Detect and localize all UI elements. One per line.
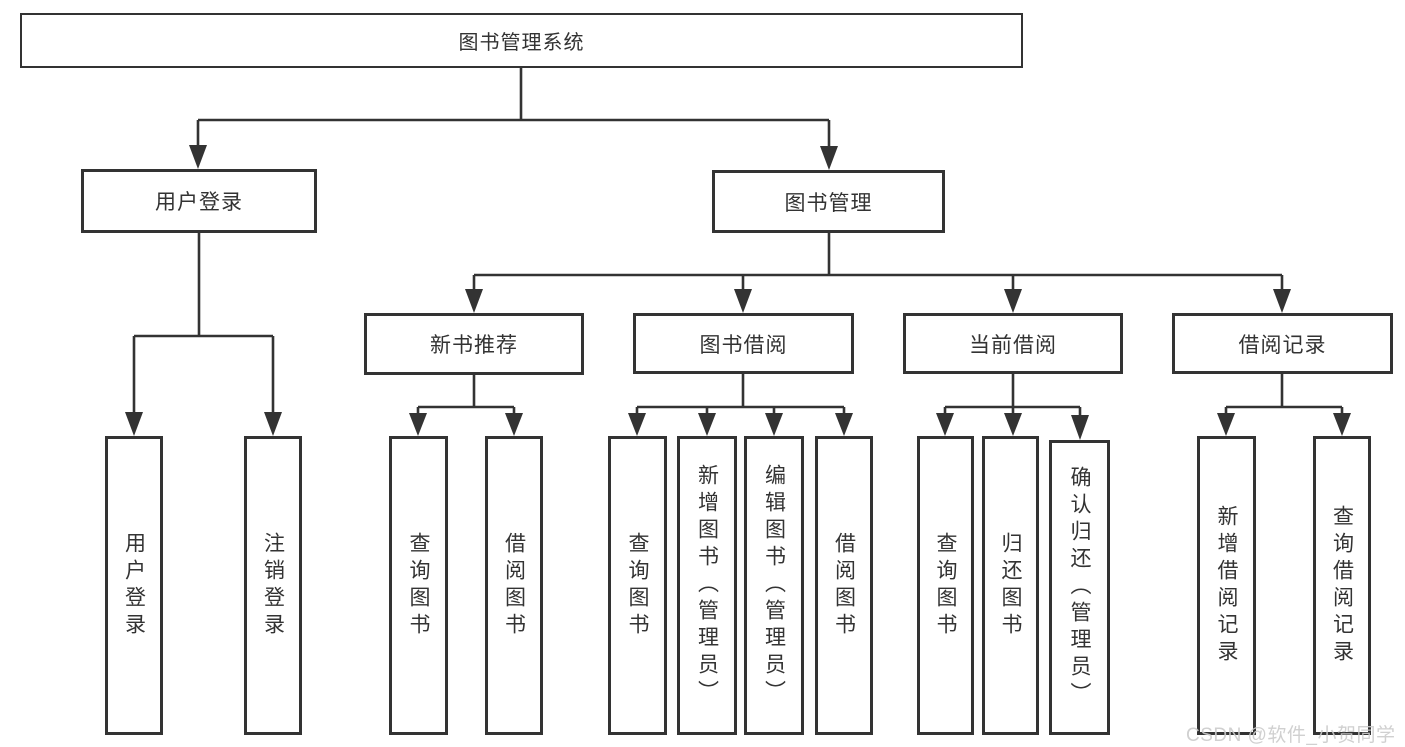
node-label: 新书推荐 bbox=[430, 334, 518, 357]
node-book-borrowing: 图书借阅 bbox=[633, 313, 854, 374]
node-label: 图书借阅 bbox=[699, 333, 788, 357]
leaf-cb-return-books: 归还图书 bbox=[982, 436, 1039, 735]
leaf-br-query-record: 查询借阅记录 bbox=[1313, 436, 1371, 735]
leaf-nbr-query-books: 查询图书 bbox=[389, 436, 448, 735]
node-label: 借阅记录 bbox=[1238, 333, 1327, 357]
connector-current-borrow-children bbox=[936, 374, 1089, 440]
connector-book-borrow-children bbox=[628, 374, 853, 436]
node-label: 新增借阅记录 bbox=[1215, 504, 1238, 667]
node-label: 注销登录 bbox=[261, 531, 285, 640]
node-book-management: 图书管理 bbox=[712, 170, 945, 233]
node-label: 查询图书 bbox=[626, 531, 649, 640]
leaf-br-add-record: 新增借阅记录 bbox=[1197, 436, 1256, 735]
leaf-logout: 注销登录 bbox=[244, 436, 302, 735]
node-label: 编辑图书（管理员） bbox=[762, 464, 786, 707]
node-label: 查询借阅记录 bbox=[1330, 504, 1354, 667]
node-label: 借阅图书 bbox=[502, 531, 526, 640]
leaf-nbr-borrow-books: 借阅图书 bbox=[485, 436, 543, 735]
connector-new-book-rec-children bbox=[409, 375, 523, 436]
leaf-bb-add-books-admin: 新增图书（管理员） bbox=[677, 436, 737, 735]
node-borrowing-records: 借阅记录 bbox=[1172, 313, 1393, 374]
node-label: 确认归还（管理员） bbox=[1068, 466, 1091, 709]
node-label: 新增图书（管理员） bbox=[695, 464, 719, 707]
node-label: 用户登录 bbox=[155, 191, 243, 214]
connector-user-login-children bbox=[125, 233, 282, 436]
node-label: 用户登录 bbox=[122, 531, 146, 640]
node-new-book-recommend: 新书推荐 bbox=[364, 313, 584, 375]
leaf-cb-query-books: 查询图书 bbox=[917, 436, 974, 735]
node-label: 查询图书 bbox=[407, 531, 430, 640]
node-user-login: 用户登录 bbox=[81, 169, 317, 233]
connector-borrow-records-children bbox=[1217, 374, 1351, 436]
connector-root-to-level1 bbox=[189, 68, 838, 170]
node-label: 当前借阅 bbox=[969, 333, 1057, 357]
leaf-bb-borrow-books: 借阅图书 bbox=[815, 436, 873, 735]
leaf-bb-edit-books-admin: 编辑图书（管理员） bbox=[744, 436, 804, 735]
csdn-watermark: CSDN @软件_小贺同学 bbox=[1186, 725, 1396, 746]
leaf-user-login: 用户登录 bbox=[105, 436, 163, 735]
node-label: 图书管理系统 bbox=[458, 32, 585, 54]
node-label: 查询图书 bbox=[934, 531, 957, 640]
connector-book-mgmt-children bbox=[465, 233, 1291, 313]
node-label: 归还图书 bbox=[999, 531, 1022, 640]
node-root-library-system: 图书管理系统 bbox=[20, 13, 1023, 68]
leaf-bb-query-books: 查询图书 bbox=[608, 436, 667, 735]
node-label: 图书管理 bbox=[784, 191, 873, 215]
leaf-cb-confirm-return-admin: 确认归还（管理员） bbox=[1049, 440, 1110, 735]
node-label: 借阅图书 bbox=[832, 531, 856, 640]
node-current-borrowing: 当前借阅 bbox=[903, 313, 1123, 374]
